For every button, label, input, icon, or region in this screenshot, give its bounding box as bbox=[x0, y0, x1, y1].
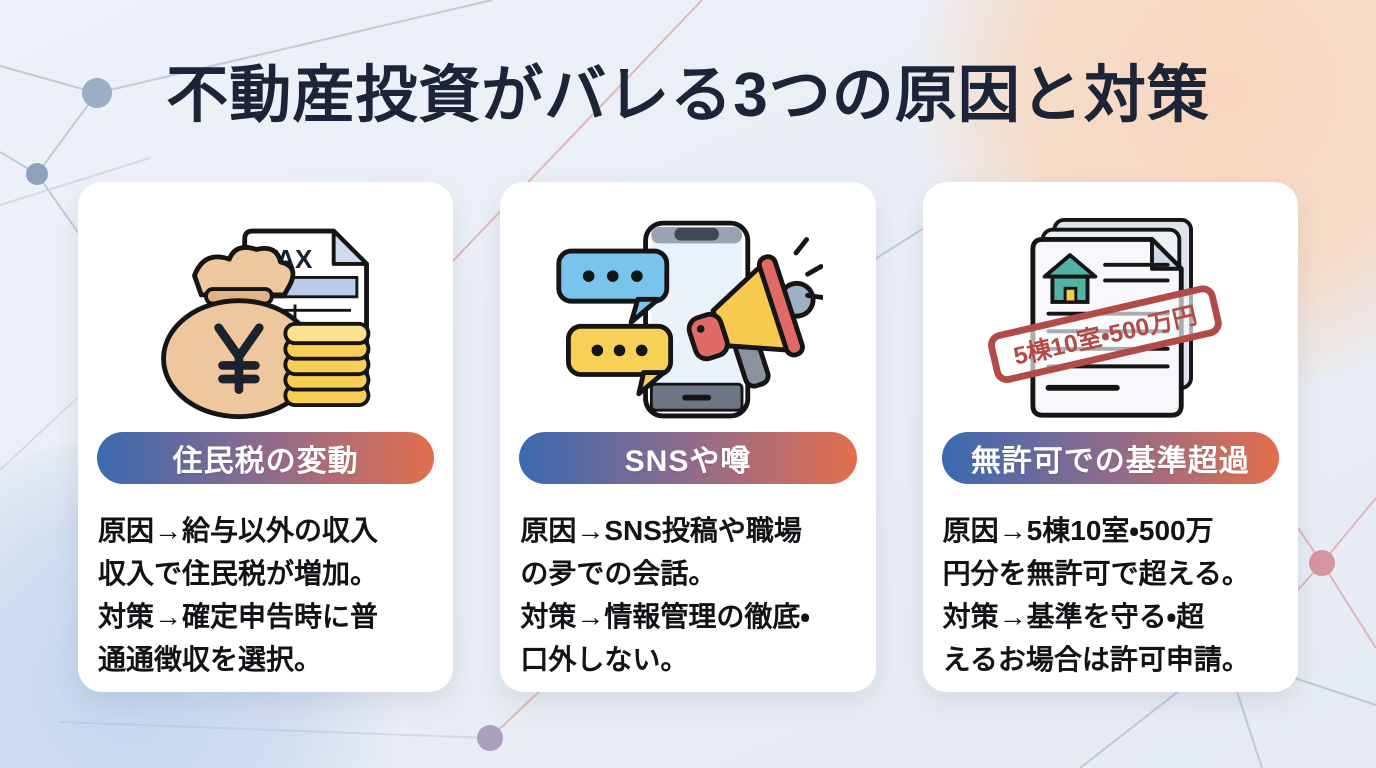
body-line: 対策→基準を守る・超 bbox=[943, 595, 1278, 638]
tax-money-bag-icon: TAX bbox=[160, 228, 371, 420]
body-line: 原因→給与以外の収入 bbox=[98, 509, 433, 552]
line-text: えるお場合は許可申請。 bbox=[942, 644, 1250, 675]
card-body: 原因→給与以外の収入 収入で住民税が増加。 対策→確定申告時に普 通通徴収を選択… bbox=[97, 484, 434, 681]
card-resident-tax: TAX bbox=[78, 182, 454, 692]
documents-stamp-icon: 5棟10室・500万円 bbox=[988, 217, 1223, 418]
sns-megaphone-phone-icon bbox=[556, 220, 823, 418]
line-text: →給与以外の収入 bbox=[154, 515, 379, 546]
body-line: えるお場合は許可申請。 bbox=[943, 638, 1278, 681]
line-text: →5棟10室・500万 bbox=[998, 515, 1214, 546]
body-line: 通通徴収を選択。 bbox=[98, 638, 433, 681]
page-title: 不動産投資がバレる3つの原因と対策 bbox=[166, 61, 1210, 130]
body-line: 円分を無許可で超える。 bbox=[943, 552, 1278, 595]
card-sns-rumor: SNSや噂 原因→SNS投稿や職場 の夛での会話。 対策→情報管理の徹底・ 口外… bbox=[500, 182, 876, 692]
body-line: 対策→情報管理の徹底・ bbox=[520, 595, 855, 638]
card-icon-area bbox=[519, 182, 856, 432]
card-body: 原因→5棟10室・500万 円分を無許可で超える。 対策→基準を守る・超 えるお… bbox=[942, 484, 1279, 681]
card-body: 原因→SNS投稿や職場 の夛での会話。 対策→情報管理の徹底・ 口外しない。 bbox=[519, 484, 856, 681]
body-line: 原因→5棟10室・500万 bbox=[943, 509, 1278, 552]
measure-label: 対策 bbox=[520, 601, 577, 632]
measure-label: 対策 bbox=[942, 601, 999, 632]
line-text: 口外しない。 bbox=[520, 644, 689, 675]
line-text: →SNS投稿や職場 bbox=[576, 515, 802, 546]
body-line: 収入で住民税が増加。 bbox=[98, 552, 433, 595]
line-text: の夛での会話。 bbox=[520, 558, 717, 589]
card-badge: SNSや噂 bbox=[519, 432, 857, 484]
body-line: の夛での会話。 bbox=[520, 552, 855, 595]
node-dot bbox=[477, 725, 503, 751]
line-text: 通通徴収を選択。 bbox=[98, 644, 323, 675]
card-unpermitted-excess: 5棟10室・500万円 無許可での基準超過 原因→5棟10室・500万 円分を無… bbox=[922, 182, 1298, 692]
card-icon-area: 5棟10室・500万円 bbox=[942, 182, 1279, 432]
body-line: 口外しない。 bbox=[520, 638, 855, 681]
cards-row: TAX bbox=[78, 182, 1298, 692]
cause-label: 原因 bbox=[942, 515, 999, 546]
measure-label: 対策 bbox=[98, 601, 155, 632]
line-text: 円分を無許可で超える。 bbox=[942, 558, 1250, 589]
card-badge: 住民税の変動 bbox=[97, 432, 435, 484]
node-dot bbox=[26, 163, 48, 185]
card-badge: 無許可での基準超過 bbox=[941, 432, 1279, 484]
cause-label: 原因 bbox=[520, 515, 577, 546]
node-dot bbox=[1309, 550, 1335, 576]
body-line: 原因→SNS投稿や職場 bbox=[520, 509, 855, 552]
card-icon-area: TAX bbox=[97, 182, 434, 432]
line-text: →情報管理の徹底・ bbox=[576, 601, 810, 632]
line-text: →確定申告時に普 bbox=[154, 601, 379, 632]
line-text: 収入で住民税が増加。 bbox=[98, 558, 379, 589]
cause-label: 原因 bbox=[98, 515, 155, 546]
body-line: 対策→確定申告時に普 bbox=[98, 595, 433, 638]
line-text: →基準を守る・超 bbox=[998, 601, 1205, 632]
